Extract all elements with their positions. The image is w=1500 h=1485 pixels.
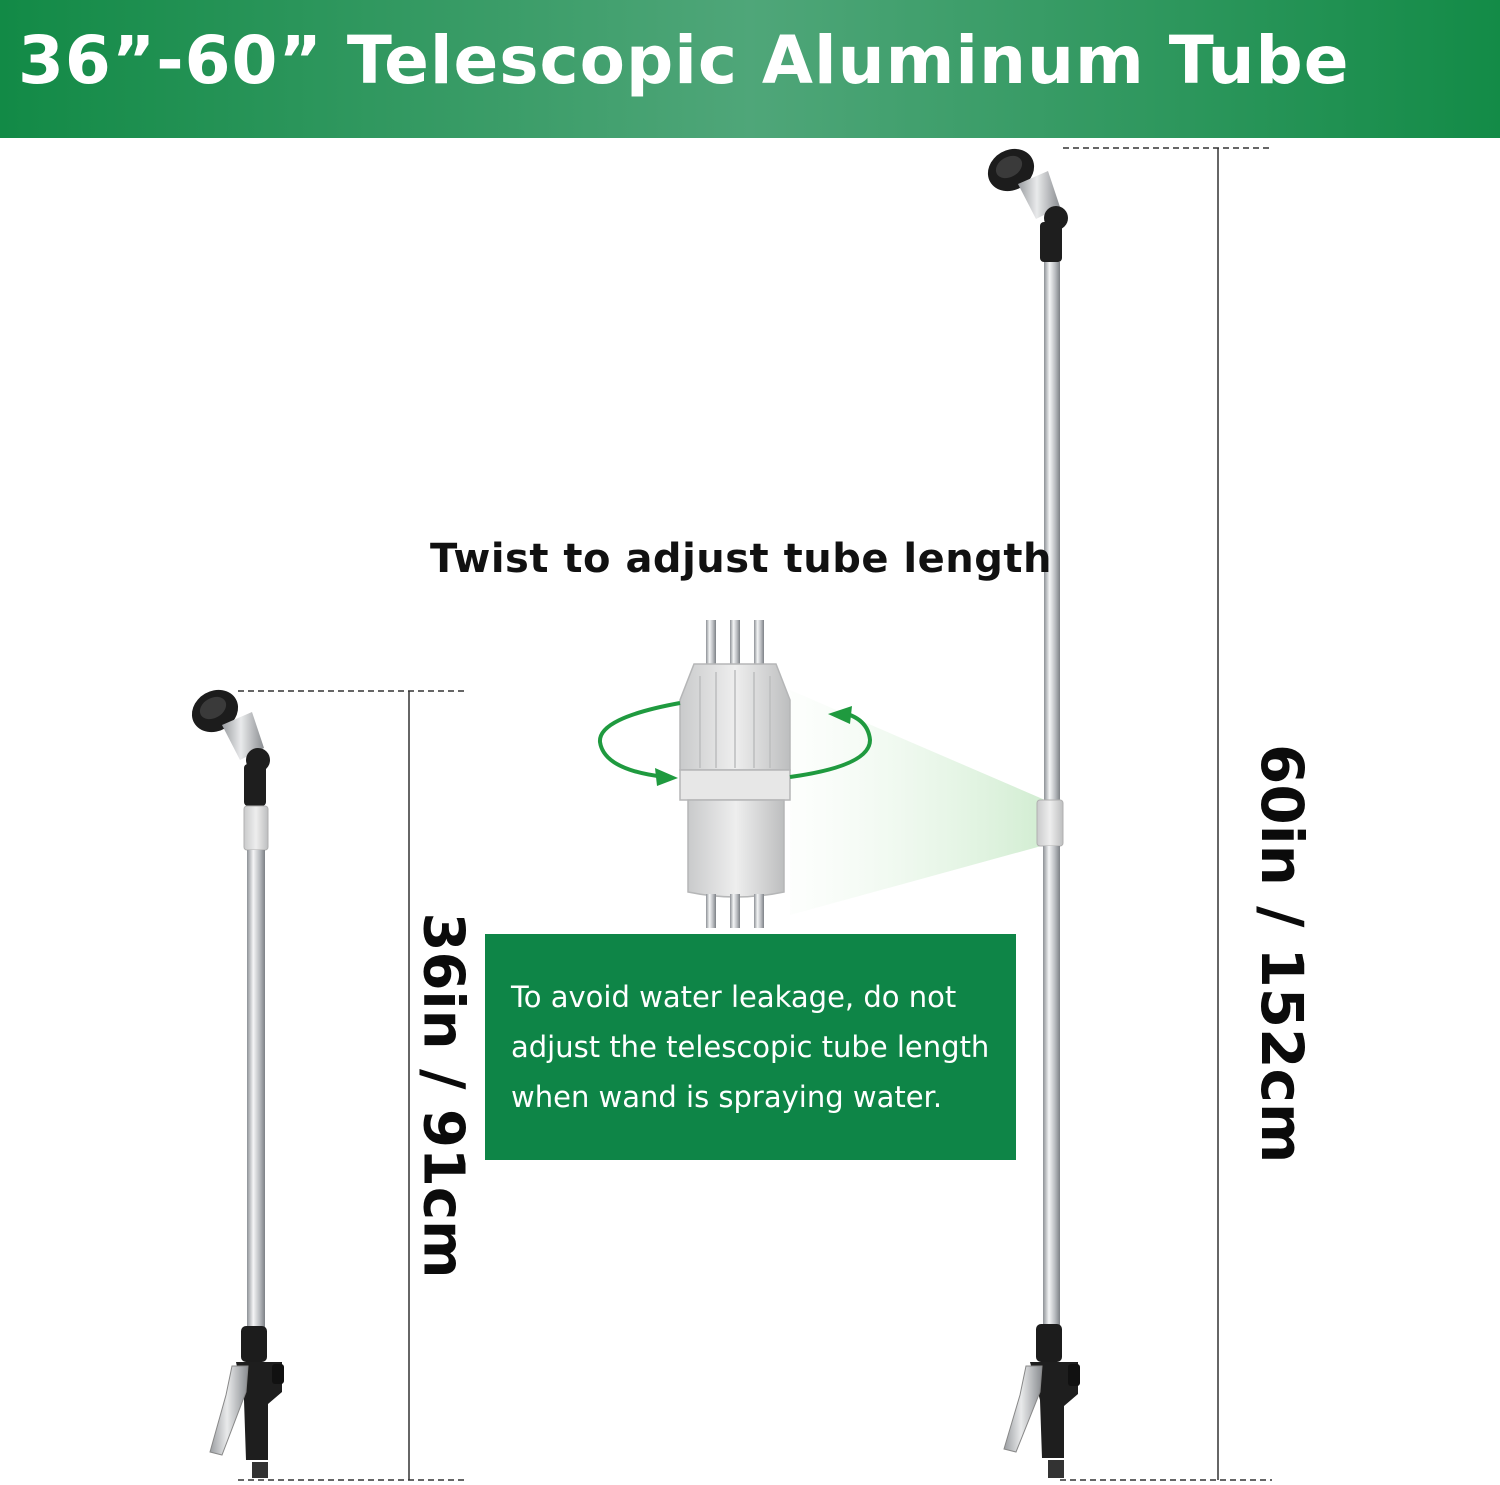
rotate-arrows-icon <box>598 701 873 779</box>
long-length-label: 60in / 152cm <box>1248 744 1316 1164</box>
trigger-handle-icon <box>1003 1324 1080 1478</box>
zoom-beam <box>790 690 1045 915</box>
warning-text: To avoid water leakage, do not adjust th… <box>511 980 990 1114</box>
page-title: 36”-60” Telescopic Aluminum Tube <box>18 22 1350 99</box>
twist-instruction: Twist to adjust tube length <box>430 536 1052 582</box>
arrow-head-front <box>655 768 678 786</box>
long-dimension-guides <box>1060 147 1272 1481</box>
short-length-label: 36in / 91cm <box>410 912 476 1279</box>
long-wand <box>987 148 1080 1478</box>
arrow-head-back <box>828 706 852 724</box>
header-banner: 36”-60” Telescopic Aluminum Tube <box>0 0 1500 138</box>
spray-nozzle-icon <box>987 148 1068 262</box>
coupler-closeup <box>679 620 791 928</box>
spray-nozzle-icon <box>191 689 270 806</box>
short-wand <box>191 689 284 1478</box>
short-dimension-guides <box>238 690 468 1481</box>
warning-box: To avoid water leakage, do not adjust th… <box>485 934 1016 1160</box>
trigger-handle-icon <box>209 1326 284 1478</box>
